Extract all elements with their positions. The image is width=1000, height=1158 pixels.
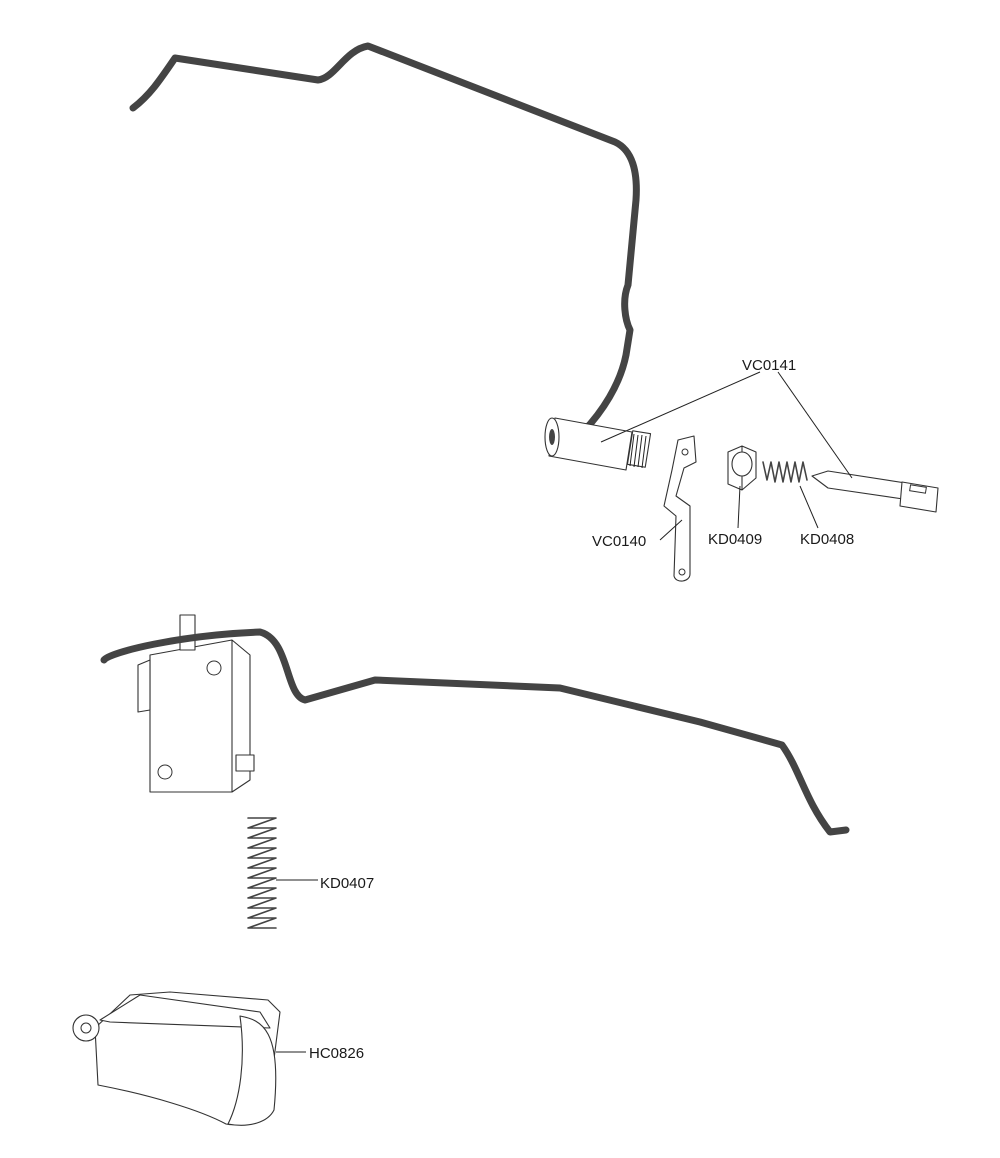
bracket-vc0140	[663, 435, 697, 582]
paddle-lever-hc0826	[72, 991, 281, 1126]
label-kd0408: KD0408	[800, 531, 854, 548]
label-hc0826: HC0826	[309, 1045, 364, 1062]
leader-lines	[276, 371, 853, 1053]
label-vc0141: VC0141	[742, 357, 796, 374]
plunger-pin	[811, 470, 939, 513]
hex-nut-kd0409	[727, 445, 757, 491]
label-vc0140: VC0140	[592, 533, 646, 550]
compression-spring-kd0407	[247, 817, 277, 929]
small-spring-kd0408	[762, 461, 808, 483]
upper-wire-rod	[129, 42, 640, 436]
label-kd0407: KD0407	[320, 875, 374, 892]
lower-wire-rod	[100, 628, 850, 836]
microswitch-body	[137, 614, 255, 793]
label-kd0409: KD0409	[708, 531, 762, 548]
barrel-housing	[544, 417, 652, 471]
